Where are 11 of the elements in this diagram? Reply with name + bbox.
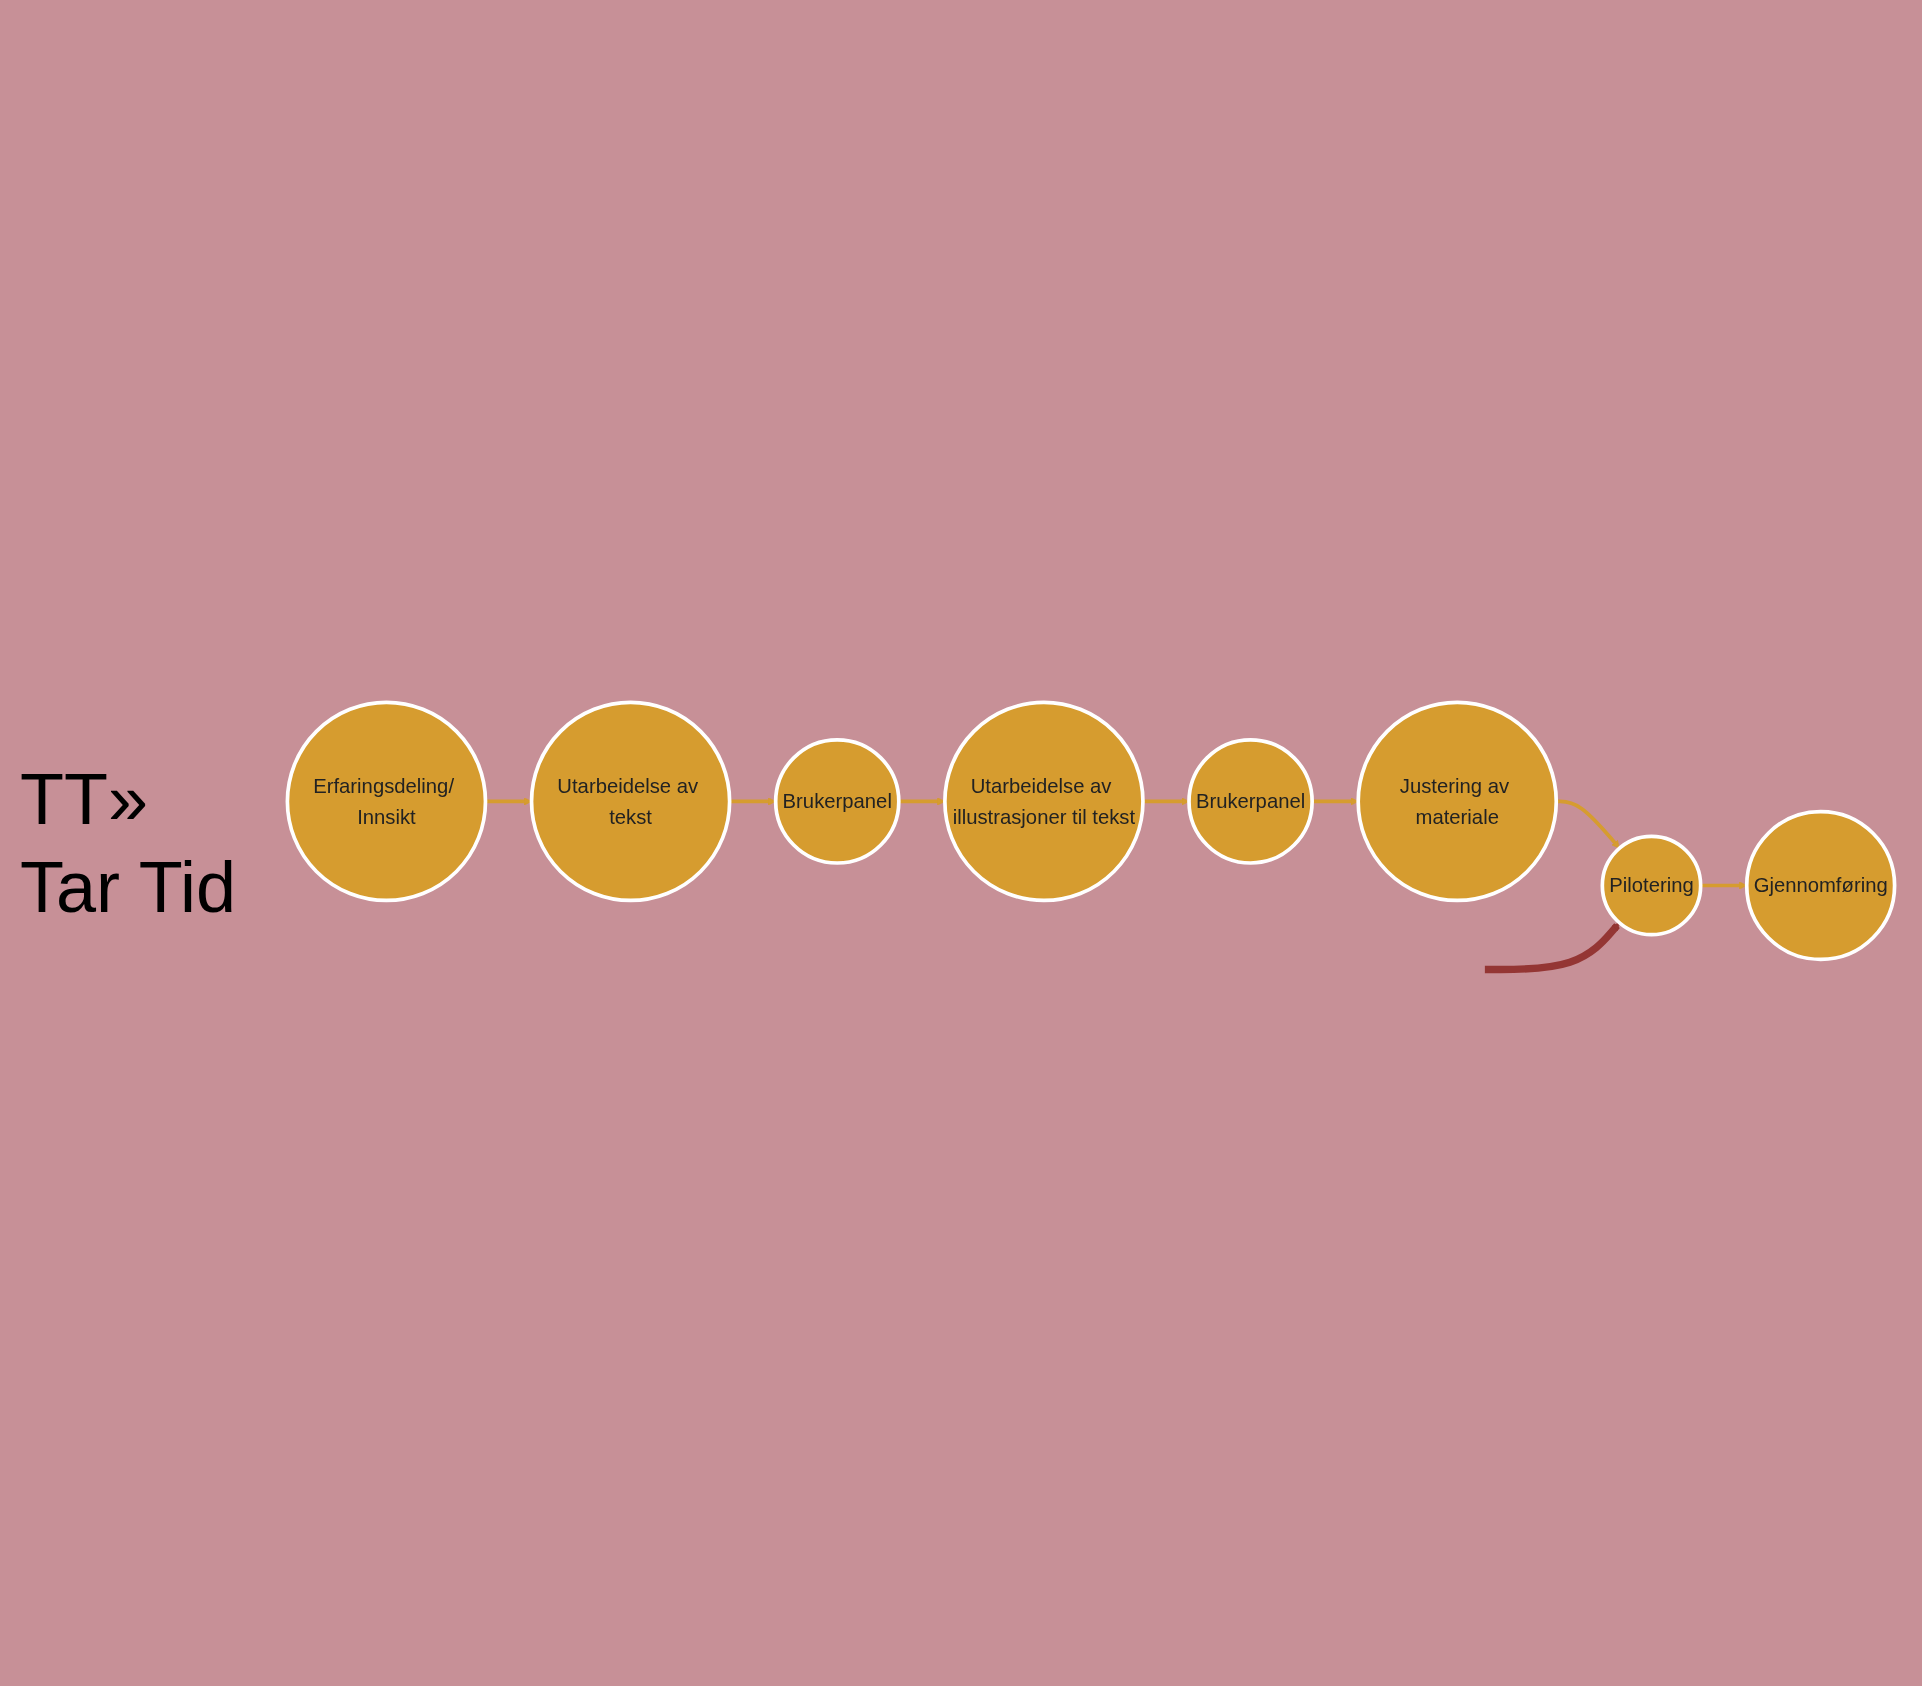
node-circle: Brukerpanel — [1187, 738, 1314, 865]
node-circle: Utarbeidelse av illustrasjoner til tekst — [943, 700, 1145, 903]
side-text: TT» — [20, 758, 149, 840]
node-circle: Erfaringsdeling/ Innsikt — [285, 700, 488, 903]
side-text: Tar Tid — [20, 846, 238, 928]
node-circle: Justering av materiale — [1356, 700, 1559, 903]
node-circle: Gjennomføring — [1744, 809, 1897, 962]
node-circle: Pilotering — [1600, 834, 1703, 937]
node-circle: Utarbeidelse av tekst — [529, 700, 732, 903]
node-circle: Brukerpanel — [773, 738, 901, 865]
arrow — [1484, 922, 1620, 974]
